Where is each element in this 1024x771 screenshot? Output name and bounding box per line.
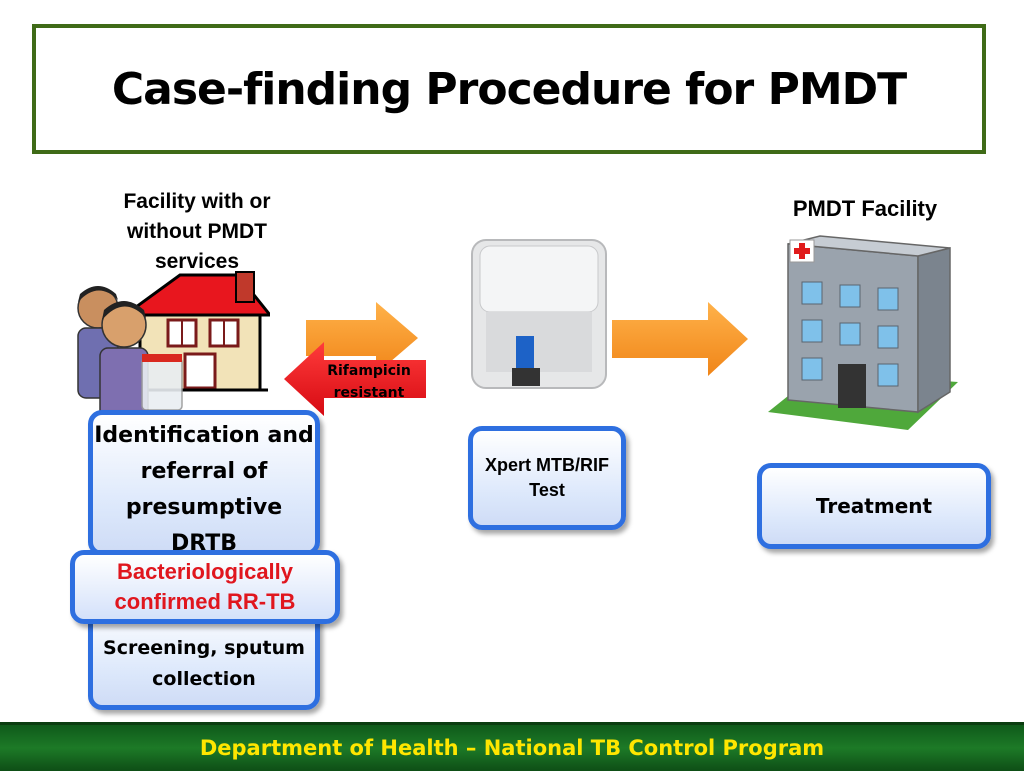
arrow-to-xpert-icon bbox=[306, 302, 418, 374]
bacteriologically-confirmed-box: Bacteriologically confirmed RR-TB bbox=[70, 550, 340, 624]
treatment-box: Treatment bbox=[757, 463, 991, 549]
xpert-machine-illustration bbox=[471, 239, 607, 389]
house-with-patients-illustration bbox=[77, 271, 270, 419]
title-box: Case-finding Procedure for PMDT bbox=[32, 24, 986, 154]
identification-referral-box: Identification and referral of presumpti… bbox=[88, 410, 320, 556]
footer-text: Department of Health – National TB Contr… bbox=[199, 736, 825, 760]
xpert-test-box: Xpert MTB/RIF Test bbox=[468, 426, 626, 530]
facility-right-label: PMDT Facility bbox=[792, 196, 938, 221]
pmdt-facility-building-illustration bbox=[768, 235, 958, 430]
rifampicin-resistant-label: Rifampicin resistant bbox=[327, 363, 411, 401]
arrow-to-pmdt-facility-icon bbox=[612, 302, 748, 376]
footer-bar: Department of Health – National TB Contr… bbox=[0, 722, 1024, 771]
facility-left-label: Facility with or without PMDT services bbox=[123, 190, 271, 273]
rifampicin-resistant-arrow-icon bbox=[284, 342, 426, 416]
page-title: Case-finding Procedure for PMDT bbox=[111, 63, 907, 115]
